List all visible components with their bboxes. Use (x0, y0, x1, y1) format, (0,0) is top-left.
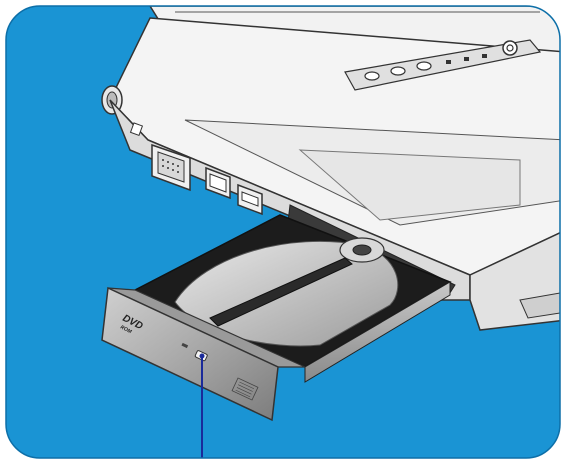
button-strip (344, 39, 542, 91)
vga-port-inner (157, 151, 185, 183)
usb-port-inner (241, 191, 259, 207)
lock-slot (129, 122, 144, 137)
laser-slot (209, 257, 353, 327)
power-icon (502, 40, 518, 56)
power-icon-inner (506, 44, 514, 52)
strip-button-1 (364, 71, 380, 81)
optical-tray-side (304, 281, 451, 383)
strip-button-3 (416, 61, 432, 71)
laptop-foot (519, 291, 560, 319)
lan-port-inner (209, 173, 227, 193)
strip-led-3 (482, 54, 487, 58)
callout-dot (199, 353, 205, 359)
touchpad-area (298, 149, 521, 221)
activity-led (181, 342, 189, 349)
strip-led-1 (446, 60, 451, 64)
strip-led-2 (464, 57, 469, 61)
disc-hub-center (352, 244, 372, 256)
bezel-vent-graphic (231, 377, 259, 401)
dvd-logo-sub: ROM (119, 324, 133, 335)
frame-border (5, 5, 561, 459)
strip-button-2 (390, 66, 406, 76)
vga-pins (162, 159, 179, 173)
